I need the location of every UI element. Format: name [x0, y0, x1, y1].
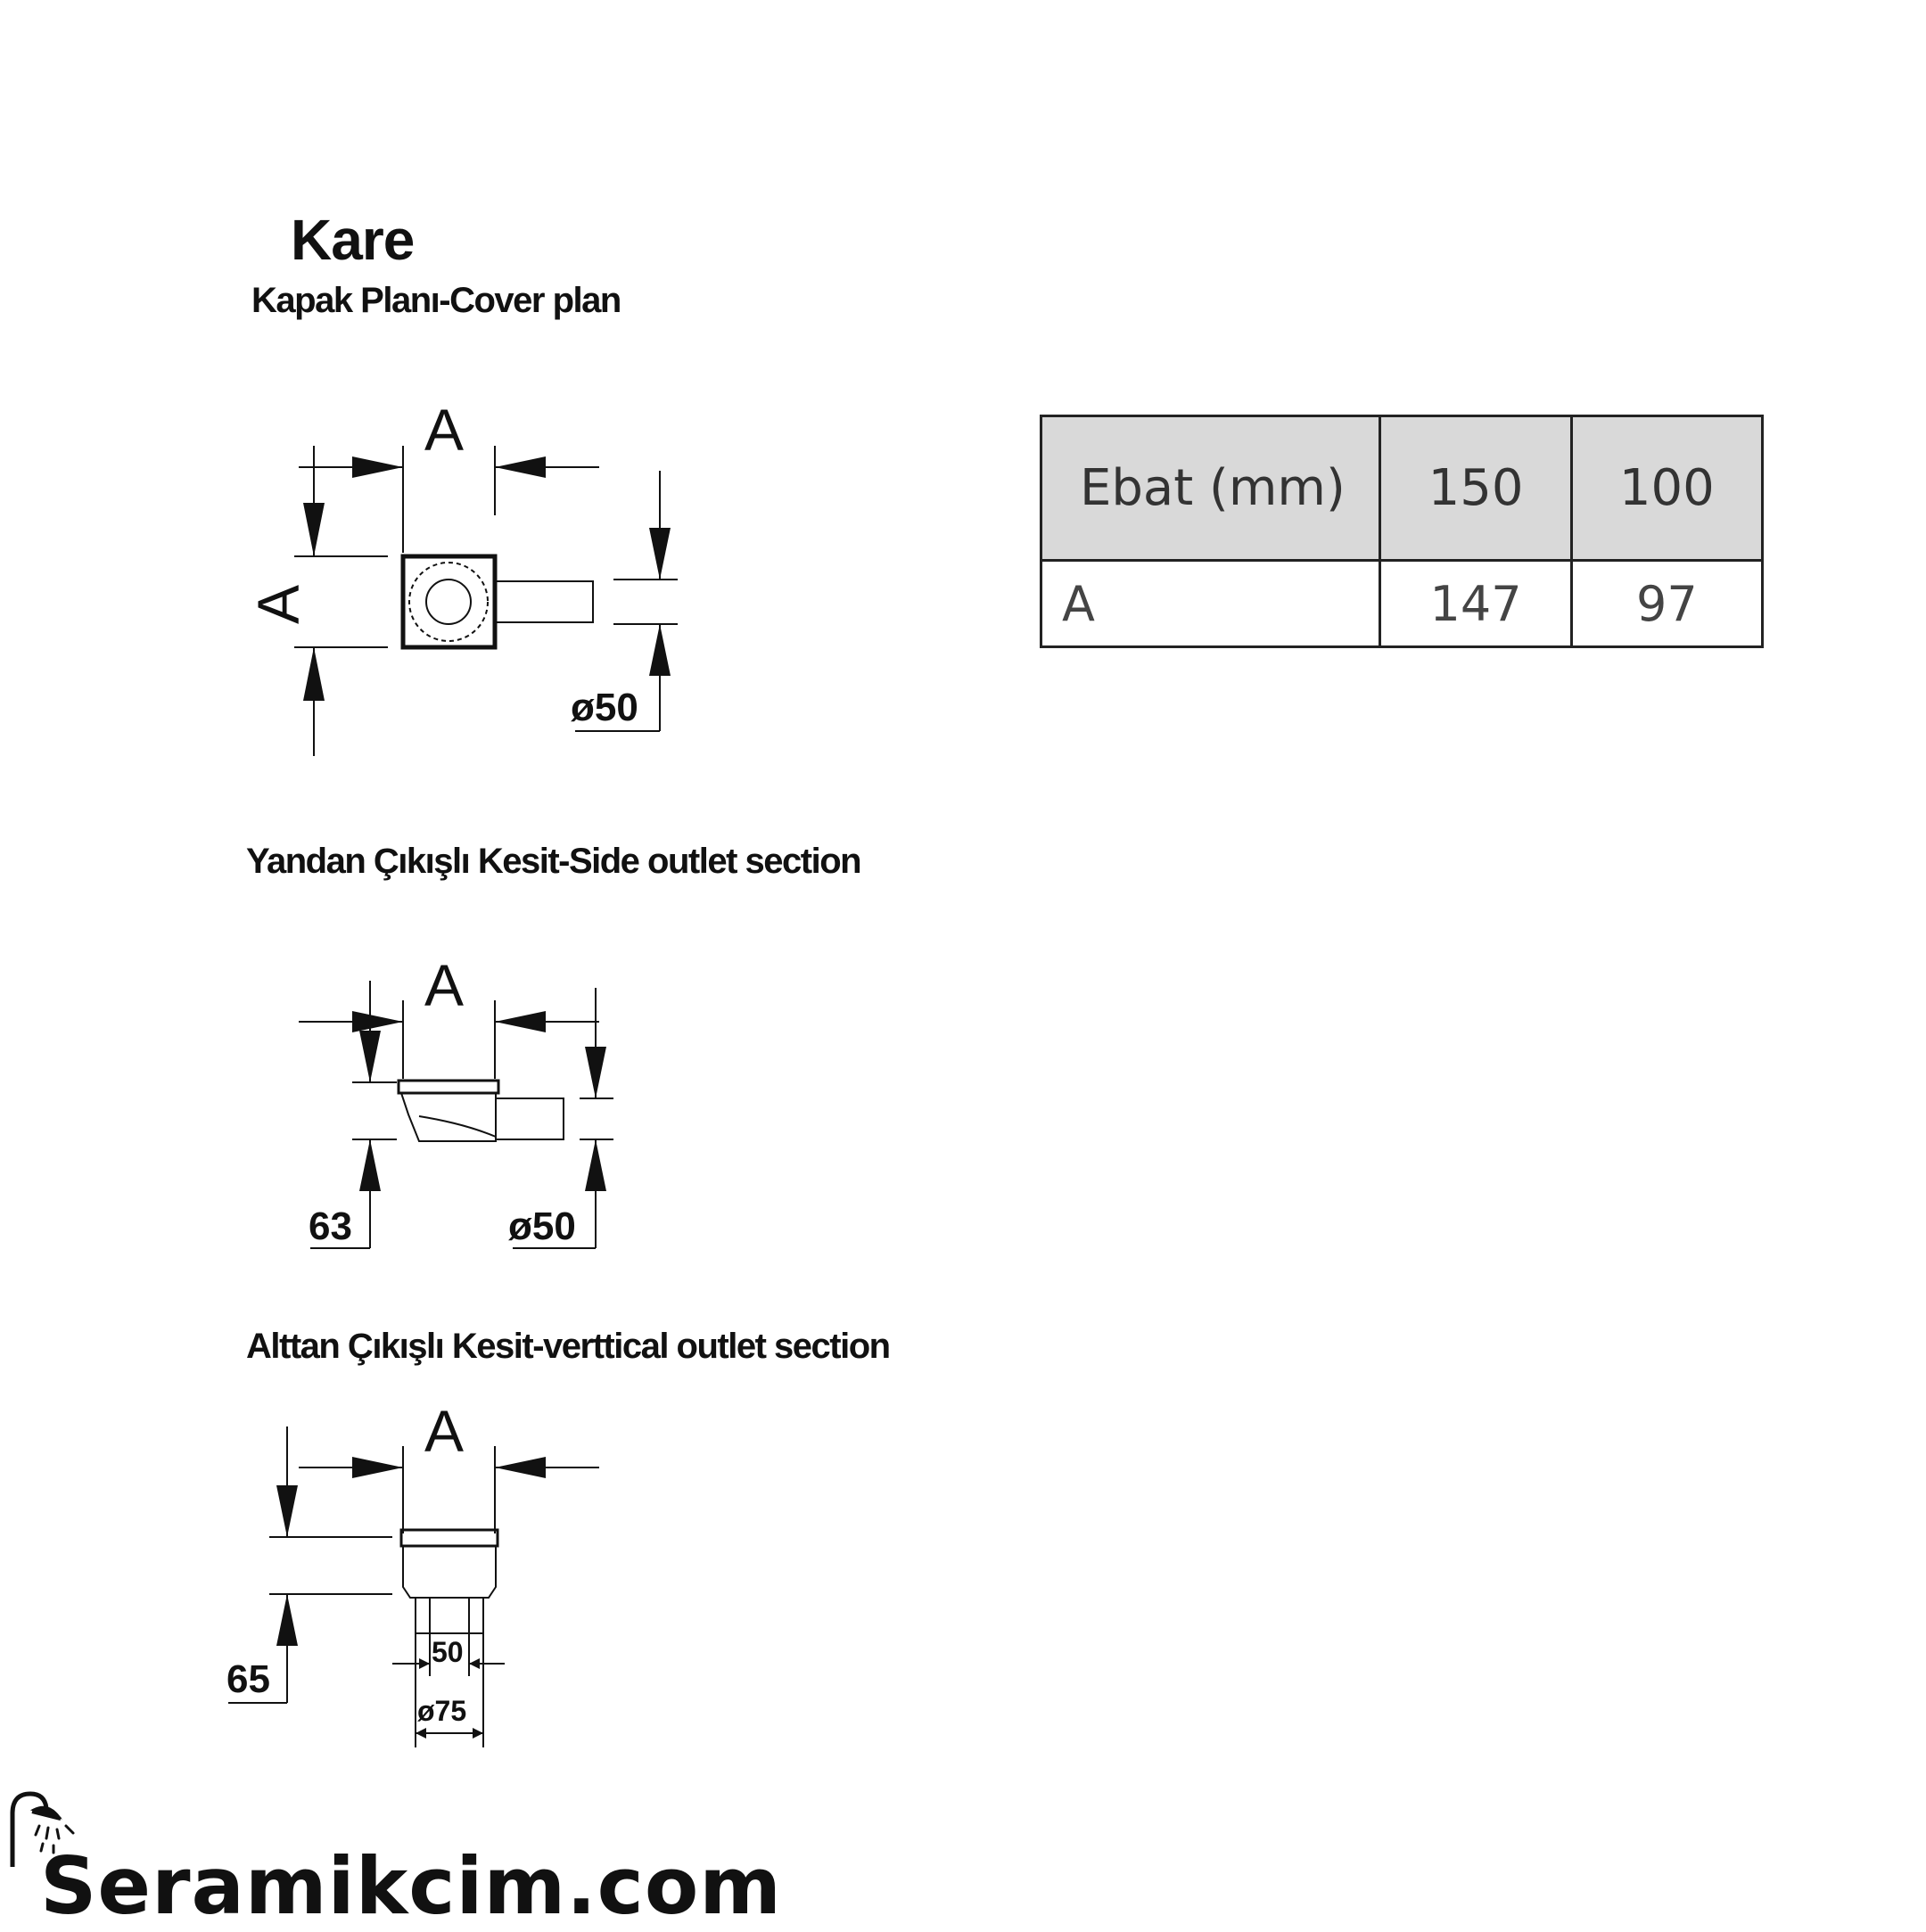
dim-height-side-label: 63: [309, 1204, 352, 1248]
table-cell: A: [1039, 559, 1382, 648]
shower-icon: [10, 1791, 75, 1867]
table-cell: 147: [1379, 559, 1573, 648]
caption-cover-plan: Kapak Planı-Cover plan: [251, 281, 621, 320]
dim-a-vertical-section-label: A: [424, 1398, 464, 1464]
dim-pipe-label: ø50: [571, 686, 638, 729]
table-row: A 147 97: [1039, 559, 1765, 648]
table-header-cell: 100: [1569, 415, 1765, 562]
dim-pipe-side-label: ø50: [508, 1204, 576, 1248]
dim-inner-label: 50: [432, 1636, 464, 1668]
vertical-outlet-drawing: [228, 1426, 599, 1747]
dim-a-label: A: [424, 397, 464, 463]
side-outlet-drawing: [299, 981, 613, 1249]
table-header-cell: 150: [1379, 415, 1573, 562]
brand-name: Seramikcim.com: [40, 1840, 782, 1932]
dim-a-vertical-label: A: [245, 585, 311, 624]
size-table: Ebat (mm) 150 100 A 147 97: [1039, 415, 1765, 648]
table-header-cell: Ebat (mm): [1039, 415, 1382, 562]
dim-a-side-label: A: [424, 952, 464, 1018]
page-title: Kare: [291, 208, 415, 272]
dim-outer-label: ø75: [417, 1695, 466, 1727]
table-cell: 97: [1569, 559, 1765, 648]
table-header-row: Ebat (mm) 150 100: [1039, 415, 1765, 562]
caption-vertical-outlet: Alttan Çıkışlı Kesit-verttical outlet se…: [246, 1327, 891, 1366]
cover-plan-drawing: [294, 446, 678, 756]
dim-height-vertical-label: 65: [226, 1657, 270, 1701]
caption-side-outlet: Yandan Çıkışlı Kesit-Side outlet section: [246, 842, 862, 881]
